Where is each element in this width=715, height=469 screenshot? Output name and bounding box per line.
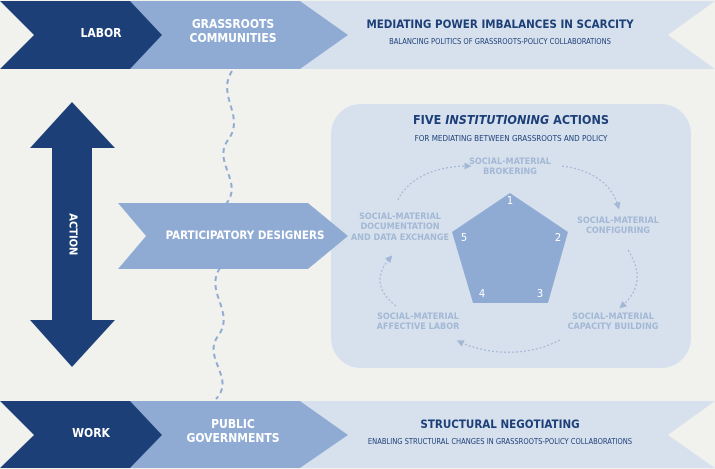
labor-label: LABOR — [80, 26, 122, 40]
cycle-arrow-3-to-4 — [456, 339, 561, 353]
cycle-arrow-5-to-1 — [397, 162, 472, 201]
pentagon-number-4: 4 — [478, 287, 486, 300]
action-5-documentation: SOCIAL-MATERIAL DOCUMENTATION AND DATA E… — [350, 212, 450, 243]
work-chevron — [0, 401, 162, 468]
bottom-band-title: STRUCTURAL NEGOTIATING — [420, 417, 580, 431]
wavy-connector-bottom — [212, 267, 225, 400]
panel-title: FIVE INSTITUTIONING ACTIONS — [413, 112, 609, 127]
actions-pentagon — [452, 193, 568, 303]
participatory-designers-label: PARTICIPATORY DESIGNERS — [165, 228, 325, 242]
action-label: ACTION — [66, 213, 80, 256]
panel-subtitle: FOR MEDIATING BETWEEN GRASSROOTS AND POL… — [414, 134, 608, 143]
action-1-brokering: SOCIAL-MATERIAL BROKERING — [469, 157, 551, 178]
cycle-arrow-2-to-3 — [619, 249, 638, 309]
pentagon-number-1: 1 — [506, 194, 514, 207]
cycle-arrow-4-to-5 — [379, 255, 397, 307]
action-double-arrow — [30, 102, 115, 367]
pentagon-number-5: 5 — [460, 231, 468, 244]
pentagon-number-3: 3 — [536, 287, 544, 300]
public-governments-label: PUBLIC GOVERNMENTS — [186, 417, 280, 445]
top-band-light-chevron — [300, 1, 715, 69]
bottom-band-subtitle: ENABLING STRUCTURAL CHANGES IN GRASSROOT… — [367, 437, 633, 446]
grassroots-chevron — [128, 1, 348, 69]
participatory-designers-arrow — [118, 203, 348, 269]
top-band-title: MEDIATING POWER IMBALANCES IN SCARCITY — [366, 17, 634, 31]
public-chevron — [128, 401, 348, 468]
work-label: WORK — [72, 426, 110, 440]
action-2-configuring: SOCIAL-MATERIAL CONFIGURING — [577, 216, 659, 237]
labor-chevron — [0, 1, 162, 69]
bottom-band-light-chevron — [300, 401, 715, 468]
action-3-capacity-building: SOCIAL-MATERIAL CAPACITY BUILDING — [567, 312, 659, 333]
pentagon-number-2: 2 — [554, 231, 562, 244]
action-4-affective-labor: SOCIAL-MATERIAL AFFECTIVE LABOR — [376, 312, 460, 333]
grassroots-label: GRASSROOTS COMMUNITIES — [189, 17, 277, 45]
cycle-arrow-1-to-2 — [561, 165, 621, 210]
wavy-connector-top — [222, 70, 235, 205]
top-band-subtitle: BALANCING POLITICS OF GRASSROOTS-POLICY … — [389, 37, 611, 46]
